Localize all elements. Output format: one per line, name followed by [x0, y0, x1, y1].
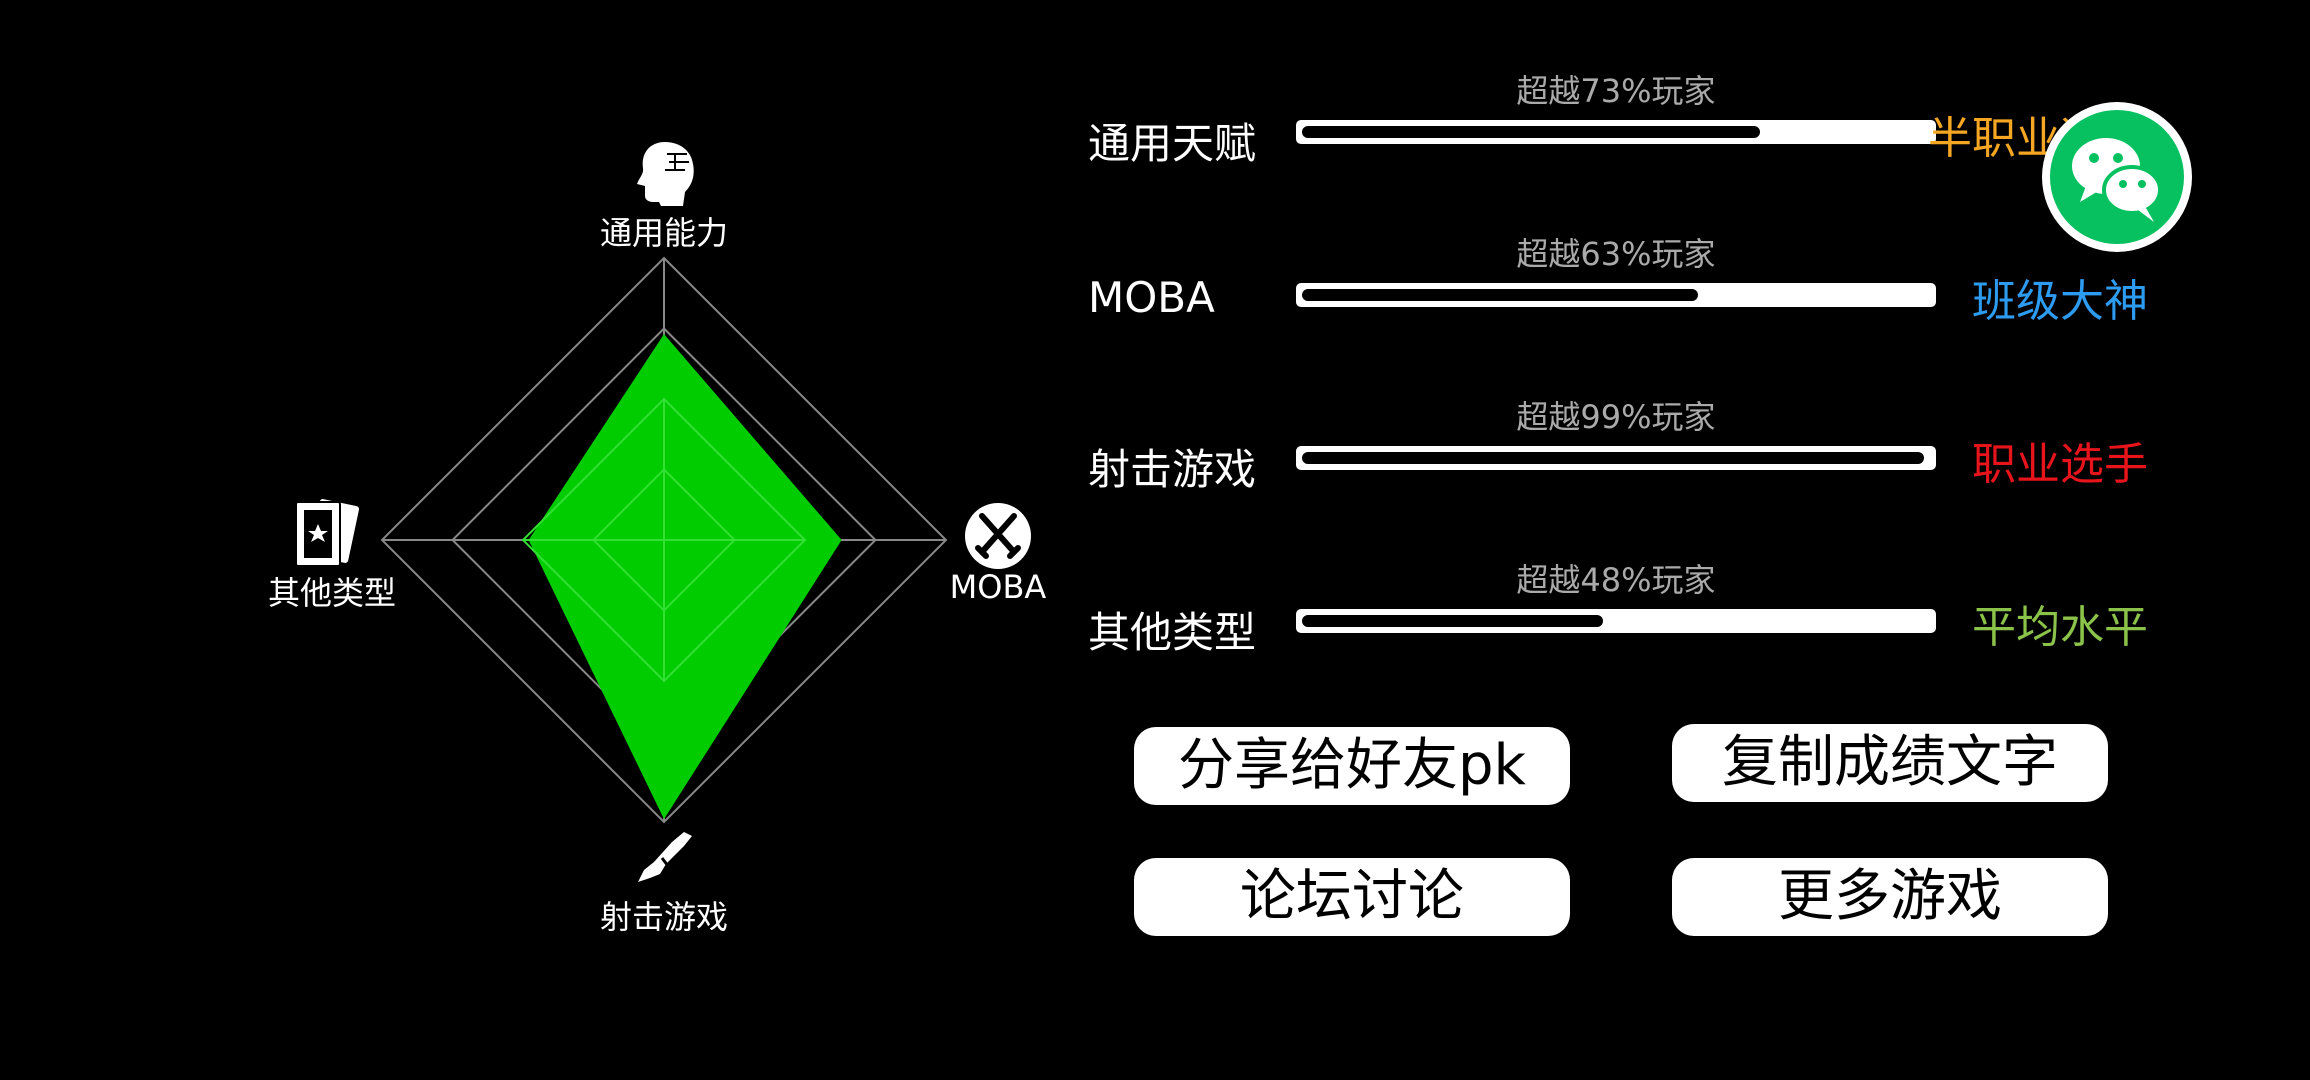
- radar-chart: 通用能力 MOBA 射击游戏 其他类型: [0, 0, 1080, 1080]
- progress-fill: [1302, 289, 1698, 301]
- more-games-button[interactable]: 更多游戏: [1672, 858, 2108, 936]
- radar-svg: [380, 256, 948, 824]
- stat-row-moba: MOBA 超越63%玩家 班级大神: [1088, 235, 2148, 369]
- stat-rank: 平均水平: [1972, 602, 2148, 653]
- progress-fill: [1302, 615, 1603, 627]
- stat-row-general: 通用天赋 超越73%玩家 半职业选手: [1088, 72, 2148, 206]
- stat-name: 通用天赋: [1088, 119, 1257, 168]
- stat-row-other: 其他类型 超越48%玩家 平均水平: [1088, 561, 2148, 695]
- progress-bar: [1296, 609, 1936, 633]
- radar-shape: [528, 334, 842, 820]
- stat-name: MOBA: [1088, 273, 1215, 322]
- axis-label-other: 其他类型: [267, 574, 397, 612]
- copy-results-button[interactable]: 复制成绩文字: [1672, 724, 2108, 802]
- progress-bar: [1296, 446, 1936, 470]
- progress-bar: [1296, 283, 1936, 307]
- progress-bar: [1296, 120, 1936, 144]
- stat-percent: 超越63%玩家: [1516, 235, 1716, 273]
- stat-rank: 职业选手: [1972, 439, 2148, 490]
- stat-percent: 超越73%玩家: [1516, 72, 1716, 110]
- forum-button[interactable]: 论坛讨论: [1134, 858, 1570, 936]
- share-button[interactable]: 分享给好友pk: [1134, 727, 1570, 805]
- progress-fill: [1302, 452, 1924, 464]
- stat-percent: 超越99%玩家: [1516, 398, 1716, 436]
- progress-fill: [1302, 126, 1760, 138]
- star-card-icon: [295, 499, 360, 567]
- axis-label-shooter: 射击游戏: [599, 898, 729, 936]
- stat-rank: 班级大神: [1972, 276, 2148, 327]
- stat-row-shooter: 射击游戏 超越99%玩家 职业选手: [1088, 398, 2148, 532]
- wechat-share-button[interactable]: [2042, 102, 2192, 252]
- radar-inner-grid: [521, 397, 807, 683]
- axis-label-general: 通用能力: [599, 214, 729, 252]
- crossed-swords-icon: [965, 503, 1031, 569]
- stat-name: 射击游戏: [1088, 445, 1257, 494]
- stat-name: 其他类型: [1088, 608, 1257, 657]
- rifle-icon: [638, 832, 692, 882]
- head-profile-icon: [637, 142, 694, 206]
- wechat-circle: [2050, 110, 2184, 244]
- wechat-icon: [2072, 138, 2162, 222]
- stat-percent: 超越48%玩家: [1516, 561, 1716, 599]
- axis-label-moba: MOBA: [949, 568, 1047, 606]
